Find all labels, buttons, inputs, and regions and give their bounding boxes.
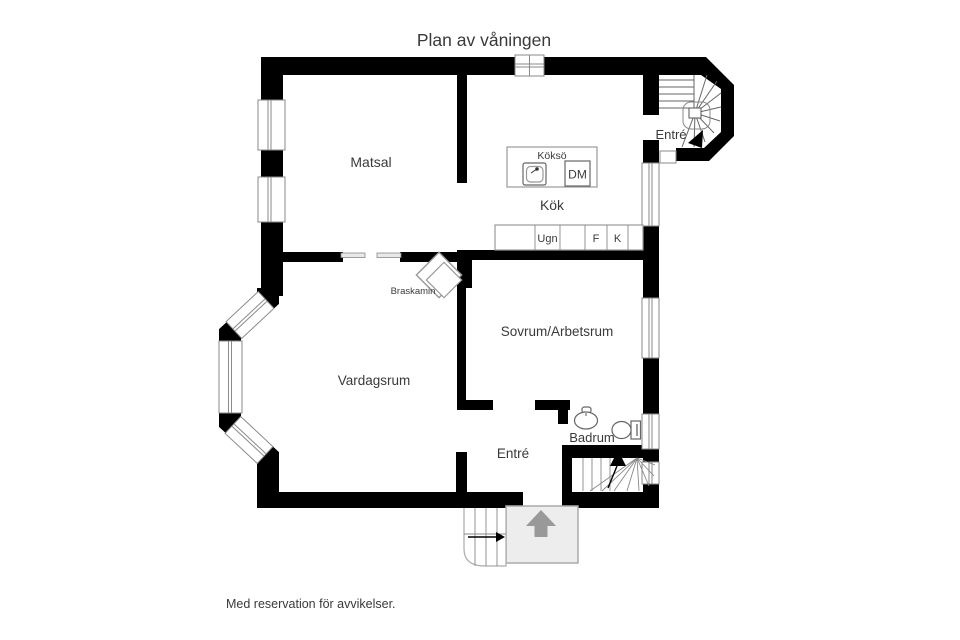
room-label-matsal: Matsal [350,154,391,170]
wall-entre-top-right [535,400,570,410]
window-right-badrum [641,413,660,450]
wall-right-4 [643,358,659,414]
wall-badrum-left-stub [558,408,568,424]
wall-matsal-vardagsrum-right [400,252,458,262]
sink-icon [522,162,547,186]
fridge-label: F [593,233,600,245]
window-right-stair [641,461,660,485]
wall-right-2 [643,140,659,163]
room-label-vardagsrum: Vardagsrum [338,373,411,388]
bay-window-lower [224,415,274,465]
toilet-icon [611,420,642,440]
window-right-kitchen [641,162,660,227]
wall-bottom-right [572,492,658,508]
kitchen-counter: Ugn F K [494,224,644,251]
wall-stair-left [562,445,572,508]
room-label-entre-lower: Entré [497,446,529,461]
windows [218,54,677,485]
washbasin-icon [573,406,599,430]
room-label-sovrum-arbetsrum: Sovrum/Arbetsrum [501,324,614,339]
wall-matsal-kok [457,75,467,183]
window-right-sovrum [641,297,660,359]
stair-center-post [688,107,702,119]
fireplace-icon [415,251,463,299]
room-label-kok: Kök [540,197,565,213]
dishwasher-label: DM [568,168,587,182]
stair-newel-curve [682,101,711,130]
room-labels: Matsal Kök Sovrum/Arbetsrum Vardagsrum B… [338,127,687,461]
island-label: Köksö [537,150,566,162]
wall-right-5 [643,449,659,462]
entry-direction-arrow-upper [688,130,703,148]
kitchen-island: Köksö DM [506,146,598,188]
wall-entre-left [456,452,467,492]
wall-left-1 [261,57,283,100]
window-left-1 [257,99,286,151]
window-left-2 [257,176,286,223]
wall-entre-top-left [457,400,493,410]
exterior-steps [463,508,507,567]
wall-bottom-left [257,492,523,508]
steps-direction-arrow [496,532,505,542]
stair-arrow-tail [607,465,618,489]
wall-badrum-stair [562,445,643,458]
stair-tower-wall [658,57,734,161]
tower-window-cap [659,150,677,164]
wall-kok-sovrum [467,250,643,260]
wall-left-2 [261,150,283,177]
fireplace-label: Braskamin [391,286,436,297]
spiral-stair-upper [659,74,722,148]
porch-up-arrow [526,510,556,537]
door-leaf-left [340,252,366,258]
wall-right-1 [643,75,659,115]
porch [463,505,579,567]
page-title: Plan av våningen [417,30,551,50]
door-leaf-right [376,252,402,258]
freezer-label: K [614,233,622,245]
wall-vardagsrum-sovrum [457,288,466,410]
bay-window-middle [218,340,243,414]
bathroom-fixtures [573,406,642,440]
disclaimer-text: Med reservation för avvikelser. [226,597,396,611]
room-label-entre-upper: Entré [655,127,686,142]
window-top [514,54,545,77]
bay-window-upper [225,290,275,340]
room-label-badrum: Badrum [569,430,615,445]
wall-matsal-vardagsrum-left [262,252,343,262]
sliding-door-leaves [340,252,402,258]
dishwasher-box: DM [564,160,591,187]
wall-right-6 [643,484,659,508]
wall-top [262,57,658,75]
oven-label: Ugn [537,233,557,245]
wall-right-3 [643,226,659,298]
stair-up-arrow [610,450,626,466]
stair-lower [582,450,656,492]
